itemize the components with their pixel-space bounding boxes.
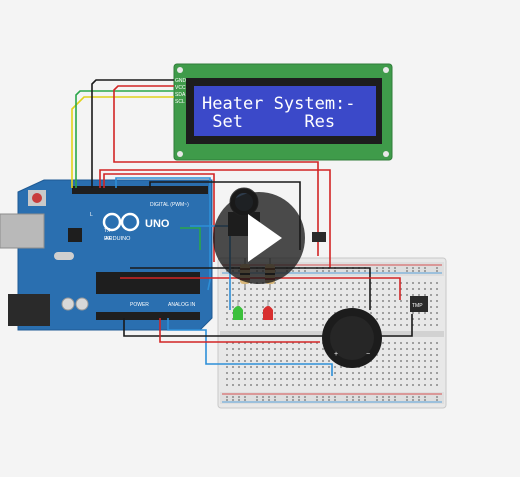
green-led [233,300,243,320]
play-button[interactable] [213,192,305,284]
reset-button [32,193,42,203]
wire-yellow [71,96,174,188]
red-led [263,300,273,320]
wire-blue-1 [115,177,211,291]
arduino-uno: TX RX L UNO ARDUINO DIGITAL (PWM~) POWER… [0,179,213,331]
digital-header [72,186,208,194]
l-label: L [90,212,93,218]
wire-red-bottom [159,318,320,343]
analog-label: ANALOG IN [168,302,196,308]
arduino-brand-label: ARDUINO [105,236,131,242]
rx-label: RX [104,236,112,242]
power-label: POWER [130,302,149,308]
wire-black-2 [130,267,371,310]
arduino-logo-icon [102,212,140,232]
wire-black-bottom [123,314,413,337]
play-icon [248,214,282,262]
capacitor-2 [75,297,89,311]
lcd-screen [194,86,376,136]
wire-blue-2 [167,318,333,376]
lcd-line-2: Set Res [202,112,335,132]
uno-label: UNO [145,218,170,230]
crystal [54,252,74,260]
wire-green-2 [180,227,201,250]
wires [71,79,413,376]
wire-red-lcd [113,85,319,256]
lcd-line-1: Heater System:- [202,94,356,114]
wire-black-top [149,181,301,250]
tx-label: TX [104,228,111,234]
power-analog-header [96,312,200,320]
svg-text:−: − [366,351,370,358]
wire-red-3 [120,277,401,300]
power-jack [8,294,50,326]
piezo-buzzer: + − [322,308,382,368]
atmega-chip [96,272,200,294]
temperature-sensor: TMP [410,296,428,312]
usb-chip [68,228,82,242]
digital-label: DIGITAL (PWM~) [150,202,189,208]
push-button [312,232,326,242]
wire-red-top [99,169,331,268]
lcd-pin-vcc: VCC [175,85,186,91]
tmp-label: TMP [412,303,423,309]
lcd-pin-sda: SDA [175,92,186,98]
usb-port [0,213,45,249]
wire-black-lcd [91,79,174,188]
wire-green [75,90,174,188]
capacitor-1 [61,297,75,311]
lcd-pin-scl: SCL [175,99,185,105]
lcd-pin-gnd: GND [175,78,187,84]
wire-red-2 [103,173,215,262]
svg-text:+: + [334,351,338,358]
lcd-module: Heater System:- Set Res GND VCC SDA SCL [173,63,393,161]
